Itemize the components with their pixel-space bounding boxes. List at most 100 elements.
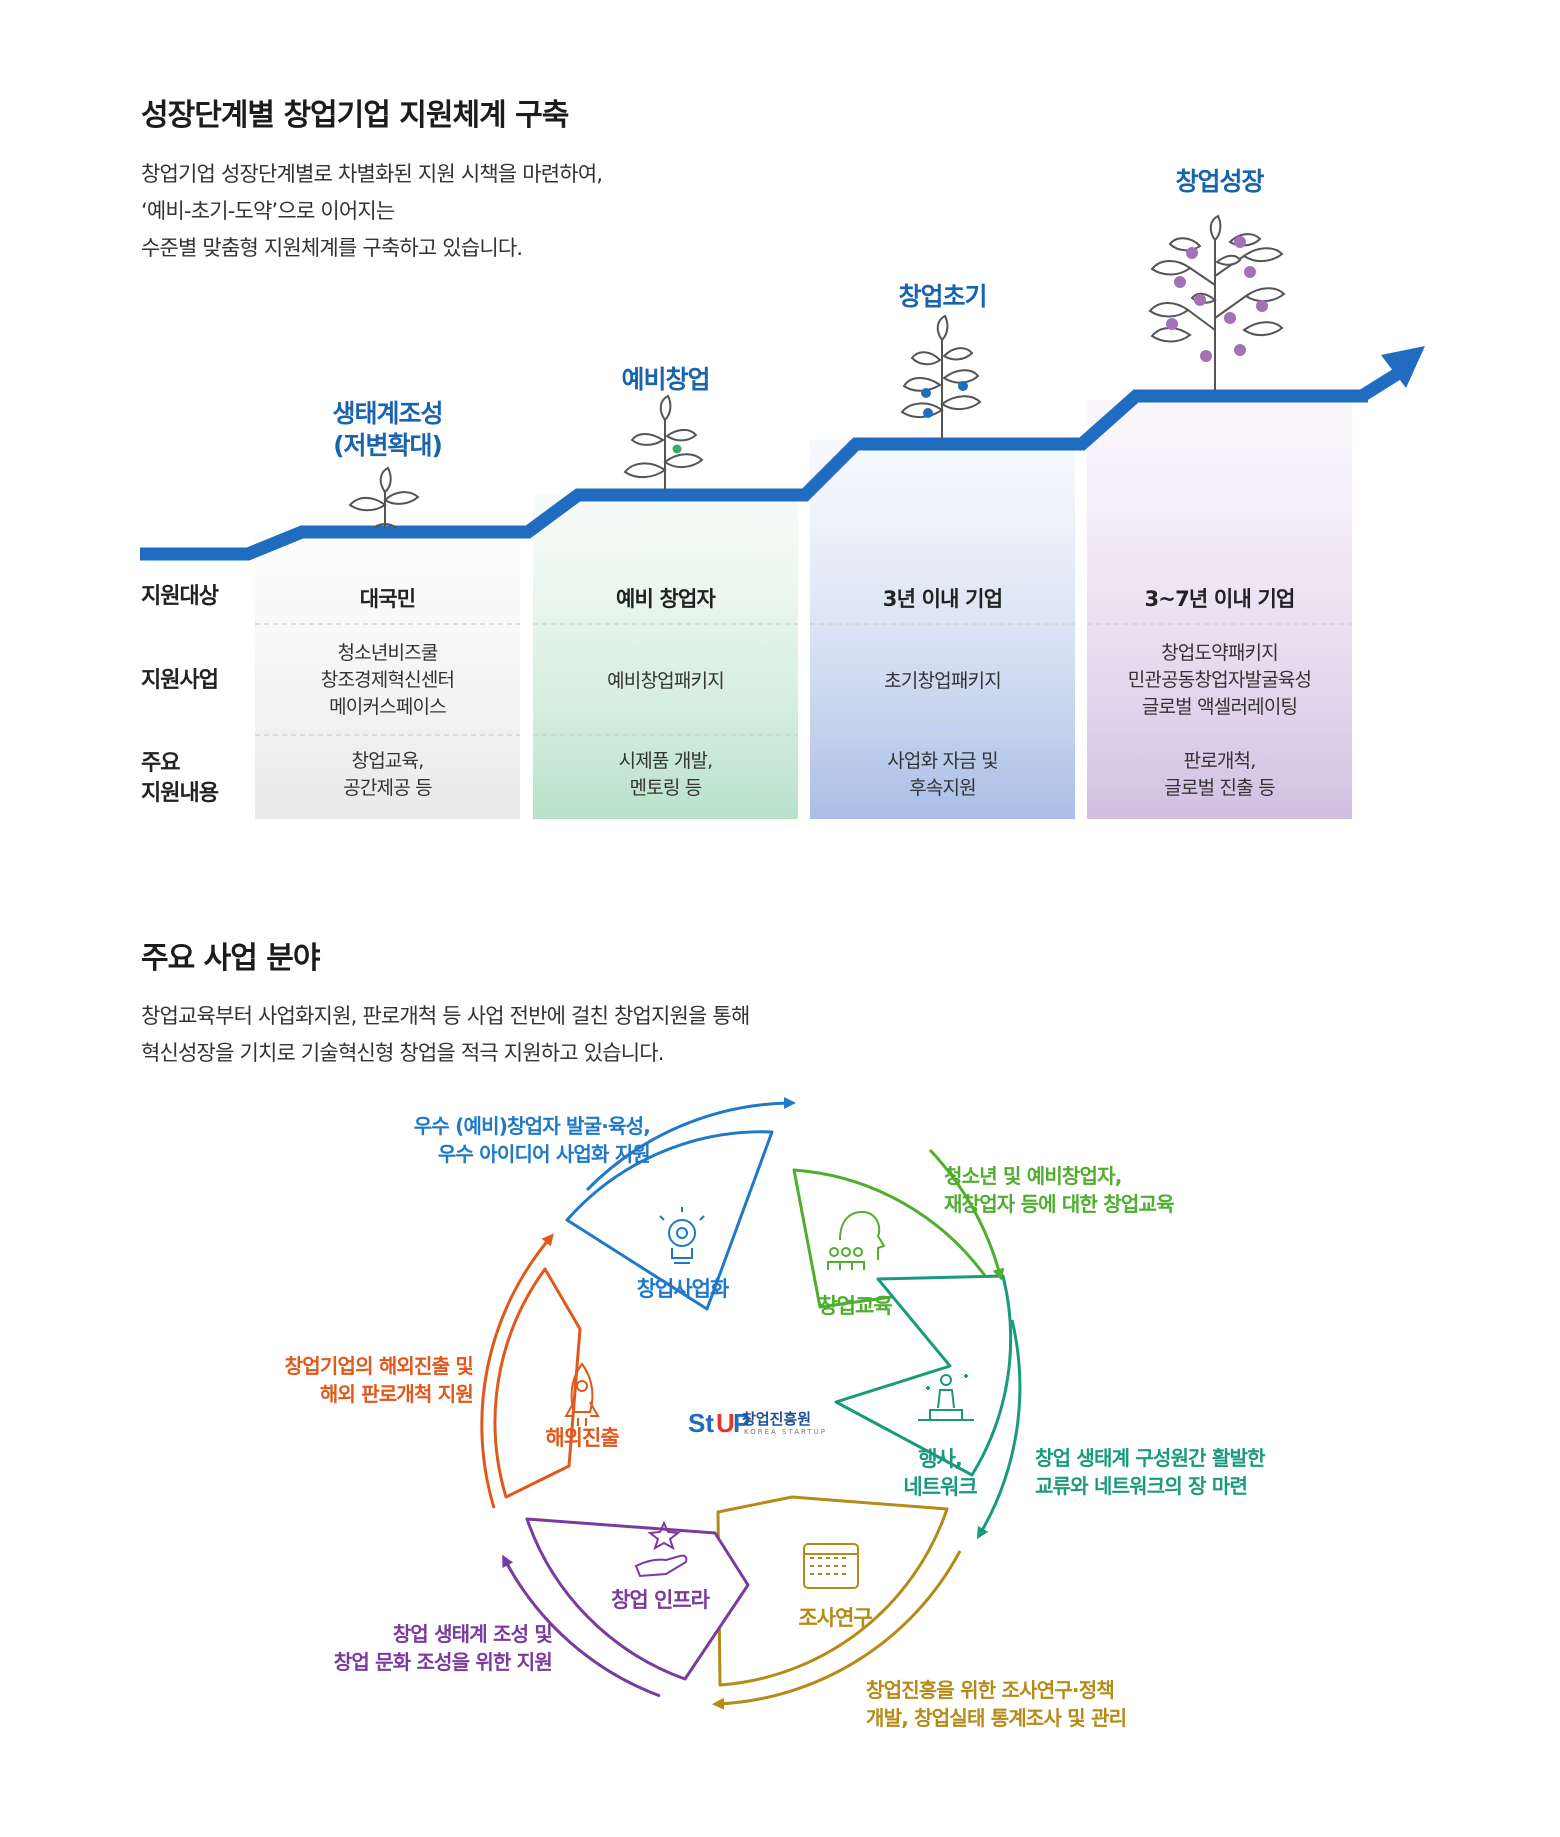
- section-desc-fields: 창업교육부터 사업화지원, 판로개척 등 사업 전반에 걸친 창업지원을 통해 …: [141, 998, 750, 1072]
- arrow-gold: [712, 1550, 962, 1710]
- detail-line: 시제품 개발,: [618, 750, 714, 772]
- desc-line: 우수 (예비)창업자 발굴·육성,: [413, 1114, 651, 1138]
- section-title-growth: 성장단계별 창업기업 지원체계 구축: [141, 98, 569, 133]
- stage-programs: 초기창업패키지: [810, 668, 1075, 695]
- desc-line: 창업 생태계 조성 및: [392, 1622, 553, 1646]
- desc-line: 재창업자 등에 대한 창업교육: [944, 1192, 1175, 1216]
- field-desc-overseas: 창업기업의 해외진출 및 해외 판로개척 지원: [200, 1352, 474, 1408]
- svg-text:U: U: [716, 1408, 735, 1438]
- desc-line: 청소년 및 예비창업자,: [944, 1164, 1122, 1188]
- field-desc-education: 청소년 및 예비창업자, 재창업자 등에 대한 창업교육: [944, 1162, 1175, 1218]
- center-logo-name: 창업진흥원: [742, 1410, 812, 1428]
- stage-title-early: 창업초기: [898, 282, 987, 311]
- label-line: 네트워크: [903, 1475, 977, 1499]
- program-item: 메이커스페이스: [329, 696, 447, 718]
- growth-stairs-graphic: [140, 214, 1425, 819]
- detail-line: 글로벌 진출 등: [1164, 777, 1275, 799]
- gear-bulb-icon: [659, 1207, 705, 1264]
- fruit-tree-icon: [1148, 214, 1286, 390]
- column-bg-prestartup: [533, 495, 798, 819]
- stage-column-ecosystem: 대국민 청소년비즈쿨 창조경제혁신센터 메이커스페이스 창업교육, 공간제공 등: [255, 540, 520, 819]
- stage-column-prestartup: 예비 창업자 예비창업패키지 시제품 개발, 멘토링 등: [533, 540, 798, 819]
- field-desc-infra: 창업 생태계 조성 및 창업 문화 조성을 위한 지원: [250, 1620, 553, 1676]
- detail-line: 판로개척,: [1183, 750, 1257, 772]
- stage-details: 판로개척, 글로벌 진출 등: [1087, 748, 1352, 802]
- field-label-research: 조사연구: [798, 1606, 872, 1630]
- desc-line: 우수 아이디어 사업화 지원: [437, 1142, 651, 1166]
- arrow-teal: [976, 1319, 1022, 1540]
- stage-details: 창업교육, 공간제공 등: [255, 748, 520, 802]
- hand-star-icon: [634, 1520, 688, 1578]
- field-label-network: 행사, 네트워크: [895, 1445, 985, 1501]
- desc-line: 창업교육부터 사업화지원, 판로개척 등 사업 전반에 걸친 창업지원을 통해: [141, 1004, 750, 1028]
- desc-line: ‘예비-초기-도약’으로 이어지는: [141, 199, 395, 223]
- people-head-icon: [827, 1210, 886, 1270]
- desc-line: 창업기업의 해외진출 및: [284, 1354, 474, 1378]
- column-bg-ecosystem: [255, 530, 520, 819]
- stage-title-growth: 창업성장: [1175, 167, 1264, 196]
- center-logo-sub: KOREA STARTUP: [744, 1428, 827, 1436]
- stage-title-prestartup: 예비창업: [621, 365, 710, 394]
- field-desc-commercialization: 우수 (예비)창업자 발굴·육성, 우수 아이디어 사업화 지원: [330, 1112, 651, 1168]
- section-title-fields: 주요 사업 분야: [141, 941, 320, 976]
- program-item: 청소년비즈쿨: [337, 642, 438, 664]
- detail-line: 창업교육,: [351, 750, 425, 772]
- desc-line: 창업진흥을 위한 조사연구·정책: [866, 1678, 1115, 1702]
- row-label-line: 지원내용: [141, 781, 219, 806]
- stage-programs: 예비창업패키지: [533, 668, 798, 695]
- center-logo: St U P: [688, 1408, 750, 1438]
- detail-line: 멘토링 등: [629, 777, 703, 799]
- desc-line: 창업 문화 조성을 위한 지원: [333, 1650, 553, 1674]
- field-desc-research: 창업진흥을 위한 조사연구·정책 개발, 창업실태 통계조사 및 관리: [866, 1676, 1127, 1732]
- field-desc-network: 창업 생태계 구성원간 활발한 교류와 네트워크의 장 마련: [1035, 1444, 1266, 1500]
- program-item: 민관공동창업자발굴육성: [1127, 669, 1312, 691]
- program-item: 창조경제혁신센터: [320, 669, 455, 691]
- segment-commercialization: [565, 1130, 774, 1311]
- desc-line: 해외 판로개척 지원: [319, 1382, 474, 1406]
- field-label-infra: 창업 인프라: [611, 1588, 710, 1612]
- field-label-commercialization: 창업사업화: [636, 1277, 730, 1301]
- segment-infra: [525, 1517, 750, 1681]
- program-item: 예비창업패키지: [607, 670, 725, 692]
- arrow-blue: [585, 1097, 796, 1192]
- stage-column-early: 3년 이내 기업 초기창업패키지 사업화 자금 및 후속지원: [810, 540, 1075, 819]
- stage-target: 대국민: [359, 587, 416, 611]
- plant-icon: [623, 394, 704, 492]
- row-label-line: 주요: [141, 751, 180, 776]
- row-label-detail: 주요 지원내용: [141, 749, 219, 809]
- segment-overseas: [493, 1267, 582, 1499]
- column-bg-early: [810, 440, 1075, 819]
- segment-education: [792, 1168, 990, 1309]
- podium-person-icon: [918, 1374, 974, 1421]
- arrow-purple: [502, 1554, 661, 1698]
- program-item: 초기창업패키지: [884, 670, 1002, 692]
- section-desc-growth: 창업기업 성장단계별로 차별화된 지원 시책을 마련하여, ‘예비-초기-도약’…: [141, 156, 603, 267]
- svg-text:P: P: [733, 1408, 750, 1438]
- stage-details: 시제품 개발, 멘토링 등: [533, 748, 798, 802]
- detail-line: 공간제공 등: [343, 777, 432, 799]
- desc-line: 창업기업 성장단계별로 차별화된 지원 시책을 마련하여,: [141, 162, 603, 186]
- detail-line: 사업화 자금 및: [887, 750, 998, 772]
- stage-target: 3년 이내 기업: [882, 587, 1003, 611]
- stage-column-growth: 3~7년 이내 기업 창업도약패키지 민관공동창업자발굴육성 글로벌 액셀러레이…: [1087, 540, 1352, 819]
- calendar-icon: [803, 1543, 859, 1589]
- rocket-icon: [564, 1362, 600, 1426]
- desc-line: 교류와 네트워크의 장 마련: [1035, 1474, 1248, 1498]
- field-label-overseas: 해외진출: [545, 1426, 619, 1450]
- stage-programs: 청소년비즈쿨 창조경제혁신센터 메이커스페이스: [255, 640, 520, 721]
- sprout-icon: [348, 466, 420, 529]
- stage-target: 예비 창업자: [615, 587, 716, 611]
- column-bg-growth: [1087, 400, 1352, 819]
- stage-title-text: 생태계조성: [332, 399, 443, 428]
- growth-staircase-line: [140, 389, 1368, 561]
- stage-target: 3~7년 이내 기업: [1144, 587, 1295, 611]
- detail-line: 후속지원: [909, 777, 977, 799]
- business-fields-cycle-diagram: St U P: [480, 1097, 1022, 1710]
- row-label-target: 지원대상: [141, 584, 219, 609]
- program-item: 창업도약패키지: [1161, 642, 1279, 664]
- desc-line: 개발, 창업실태 통계조사 및 관리: [866, 1706, 1127, 1730]
- stage-details: 사업화 자금 및 후속지원: [810, 748, 1075, 802]
- label-line: 행사,: [918, 1447, 963, 1471]
- desc-line: 혁신성장을 기치로 기술혁신형 창업을 적극 지원하고 있습니다.: [141, 1041, 664, 1065]
- field-label-education: 창업교육: [818, 1294, 892, 1318]
